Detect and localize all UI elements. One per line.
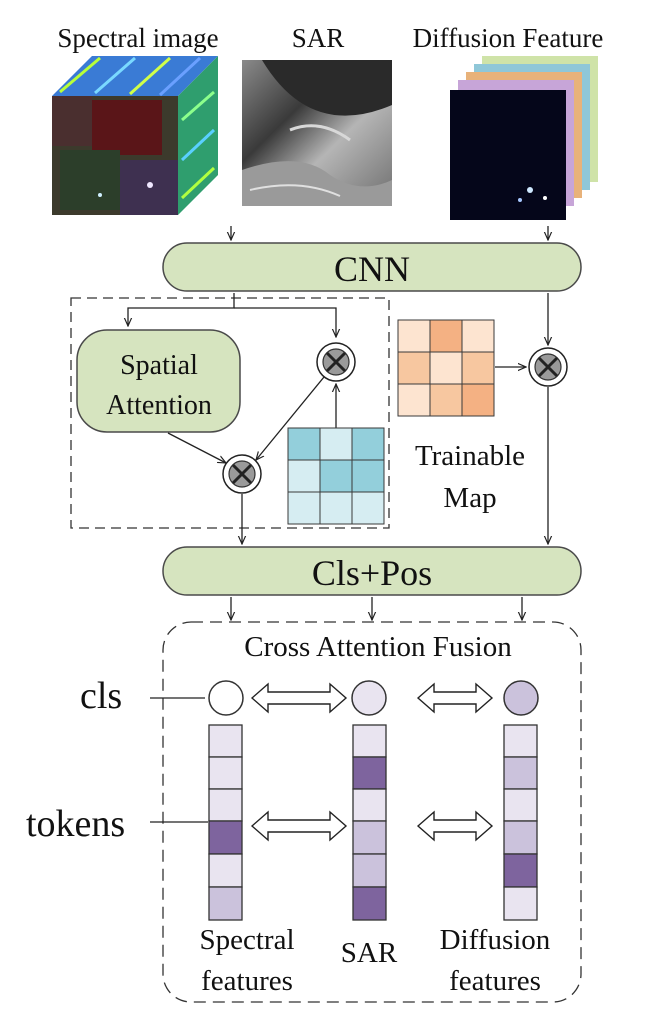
cls-token-sar: [351, 680, 387, 716]
sar-image: [242, 60, 392, 206]
diffusion-feature-stack-image: [450, 56, 598, 220]
cls-side-label: cls: [80, 675, 122, 717]
cls-cross-arrow-right: [416, 682, 494, 714]
multiply-node-bottom: [222, 454, 262, 494]
cls-token-diffusion: [503, 680, 539, 716]
tokens-side-label: tokens: [26, 803, 125, 845]
spatial-attention-to-multiply-arrow: [167, 432, 226, 463]
spatial-attention-label-line2: Attention: [106, 390, 212, 421]
sar-token-column: [352, 724, 387, 921]
spatial-attention-label-line1: Spatial: [120, 350, 198, 381]
trainable-map-grid: [397, 319, 495, 417]
cnn-label: CNN: [334, 249, 410, 289]
trainable-map-label-line1: Trainable: [415, 440, 525, 472]
spatial-attention-region: [70, 297, 390, 529]
spectral-features-label-line1: Spectral: [199, 924, 294, 956]
spectral-cube-image: [52, 56, 218, 215]
cls-token-spectral: [208, 680, 244, 716]
trainable-map-label-line2: Map: [443, 482, 496, 514]
cls-cross-arrow-left: [250, 682, 348, 714]
blue-weight-grid: [287, 427, 385, 525]
sar-features-label: SAR: [341, 937, 398, 969]
spectral-features-label-line2: features: [201, 965, 293, 997]
multiply-node-top: [316, 342, 356, 382]
diffusion-token-column: [503, 724, 538, 921]
multiply-node-right: [528, 347, 568, 387]
sar-image-label: SAR: [292, 23, 345, 53]
tokens-cross-arrow-left: [250, 810, 348, 842]
cross-attention-fusion-label: Cross Attention Fusion: [244, 631, 512, 663]
cls-pos-label: Cls+Pos: [312, 553, 432, 593]
spatial-attention-block: [76, 329, 241, 433]
spectral-image-label: Spectral image: [57, 23, 218, 53]
diffusion-feature-label: Diffusion Feature: [413, 23, 604, 53]
tokens-cross-arrow-right: [416, 810, 494, 842]
cnn-block: [162, 242, 582, 292]
spectral-token-column: [208, 724, 243, 921]
cls-pos-block: [162, 546, 582, 596]
top-multiply-to-bottom-multiply-arrow: [256, 376, 325, 460]
diffusion-features-label-line2: features: [449, 965, 541, 997]
diffusion-features-label-line1: Diffusion: [440, 924, 551, 956]
cnn-to-top-multiply-path: [234, 307, 336, 337]
cross-attention-fusion-region: [162, 621, 582, 1003]
cnn-split-path: [128, 293, 235, 326]
